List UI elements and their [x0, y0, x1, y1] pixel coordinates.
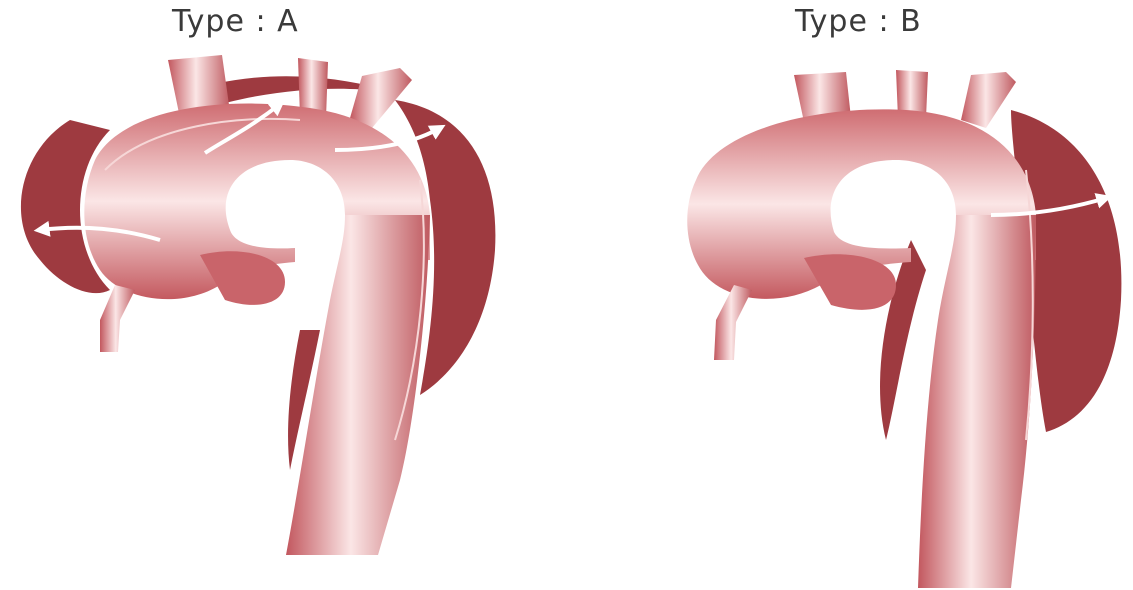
- coronary-vessel: [100, 285, 135, 352]
- descending-aorta: [918, 215, 1036, 588]
- type-b-diagram: [566, 0, 1133, 590]
- left-subclavian-artery: [350, 68, 412, 128]
- type-a-diagram: [0, 0, 566, 590]
- coronary-vessel: [714, 285, 752, 360]
- left-subclavian-artery: [961, 72, 1016, 128]
